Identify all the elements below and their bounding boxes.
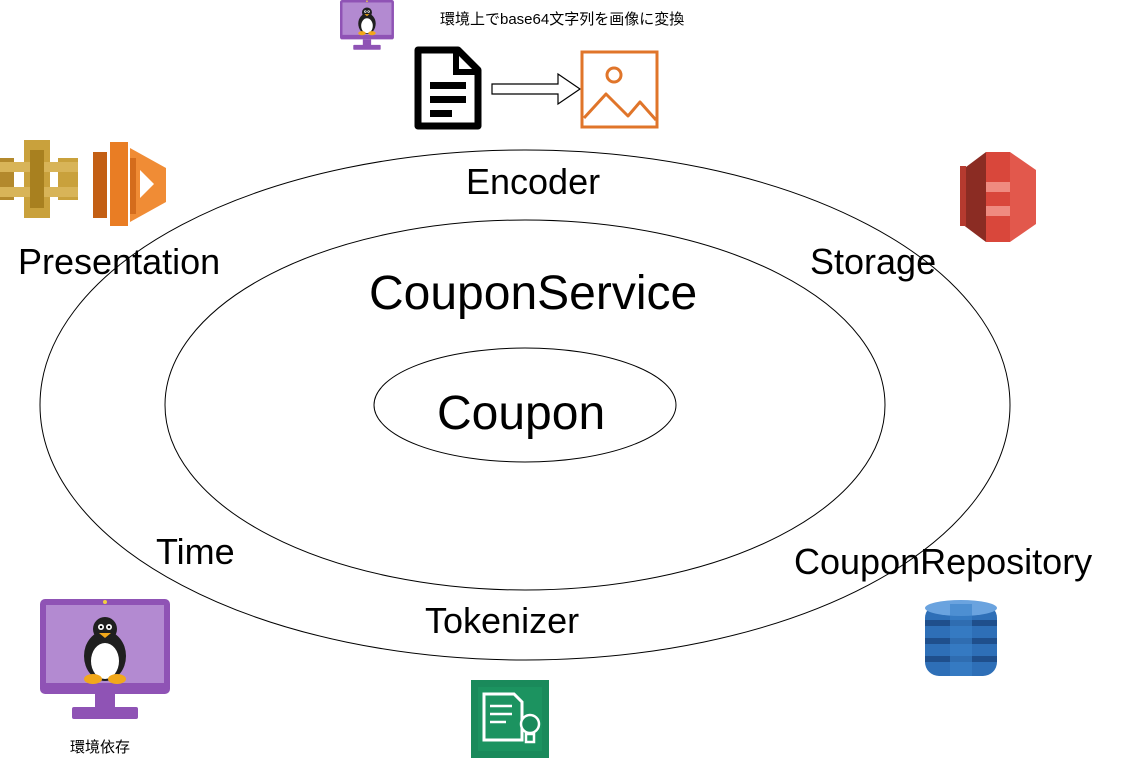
linux-monitor-icon — [340, 0, 394, 50]
image-icon — [580, 50, 659, 129]
document-icon — [414, 46, 482, 130]
env-dependency-label: 環境依存 — [70, 739, 131, 756]
aws-s3-icon — [960, 152, 1036, 242]
aws-lambda-icon — [93, 142, 166, 226]
adapter-time: Time — [156, 531, 235, 572]
encoder-note: 環境上でbase64文字列を画像に変換 — [440, 11, 685, 28]
middle-ring — [164, 219, 886, 591]
layer-service: CouponService — [369, 267, 698, 320]
adapter-repository: CouponRepository — [794, 541, 1093, 582]
aws-dynamodb-icon — [925, 600, 997, 676]
aws-comprehend-icon — [471, 680, 549, 758]
adapter-presentation: Presentation — [18, 241, 221, 282]
layer-core: Coupon — [437, 387, 606, 440]
adapter-tokenizer: Tokenizer — [425, 600, 580, 641]
arrow-right-icon — [491, 72, 582, 106]
adapter-storage: Storage — [810, 241, 937, 282]
inner-ring — [373, 347, 677, 463]
outer-ring — [39, 149, 1011, 661]
linux-monitor-icon — [40, 599, 170, 719]
aws-api-gateway-icon — [0, 140, 78, 218]
adapter-encoder: Encoder — [466, 161, 601, 202]
